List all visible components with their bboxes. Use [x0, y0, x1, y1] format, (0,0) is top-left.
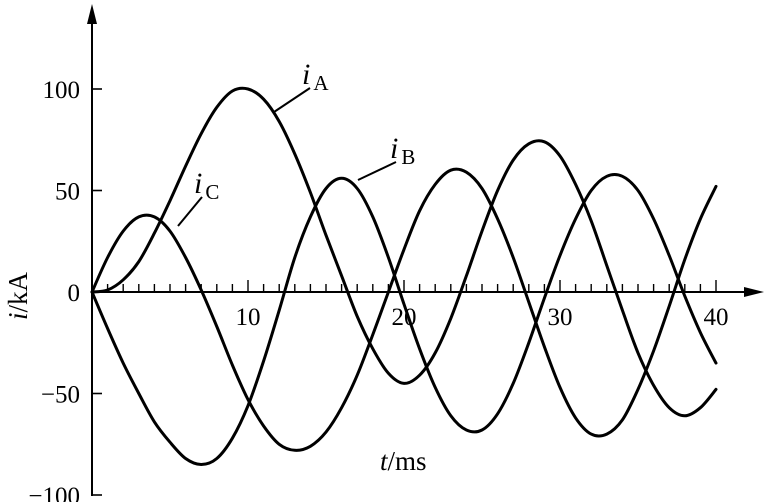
series-layer: [90, 86, 718, 466]
series-label-leader-iB: [357, 161, 397, 181]
x-tick-label: 30: [548, 304, 573, 331]
y-axis-label: i/kA: [3, 271, 33, 320]
series-line-iA: [90, 86, 718, 418]
y-axis-arrow: [87, 4, 97, 24]
series-line-iC: [90, 167, 718, 452]
x-axis-label: t/ms: [380, 446, 427, 476]
x-tick-label: 40: [704, 304, 729, 331]
series-line-iB: [90, 173, 718, 466]
x-axis-arrow: [744, 287, 764, 297]
y-tick-label: 100: [43, 77, 81, 104]
y-tick-label: −50: [41, 382, 80, 409]
y-tick-label: −100: [28, 483, 80, 502]
y-tick-label: 0: [68, 280, 81, 307]
series-label-leader-iC: [177, 196, 203, 227]
x-tick-label: 10: [236, 304, 261, 331]
series-label-leader-iA: [273, 87, 311, 113]
y-tick-label: 50: [55, 179, 80, 206]
